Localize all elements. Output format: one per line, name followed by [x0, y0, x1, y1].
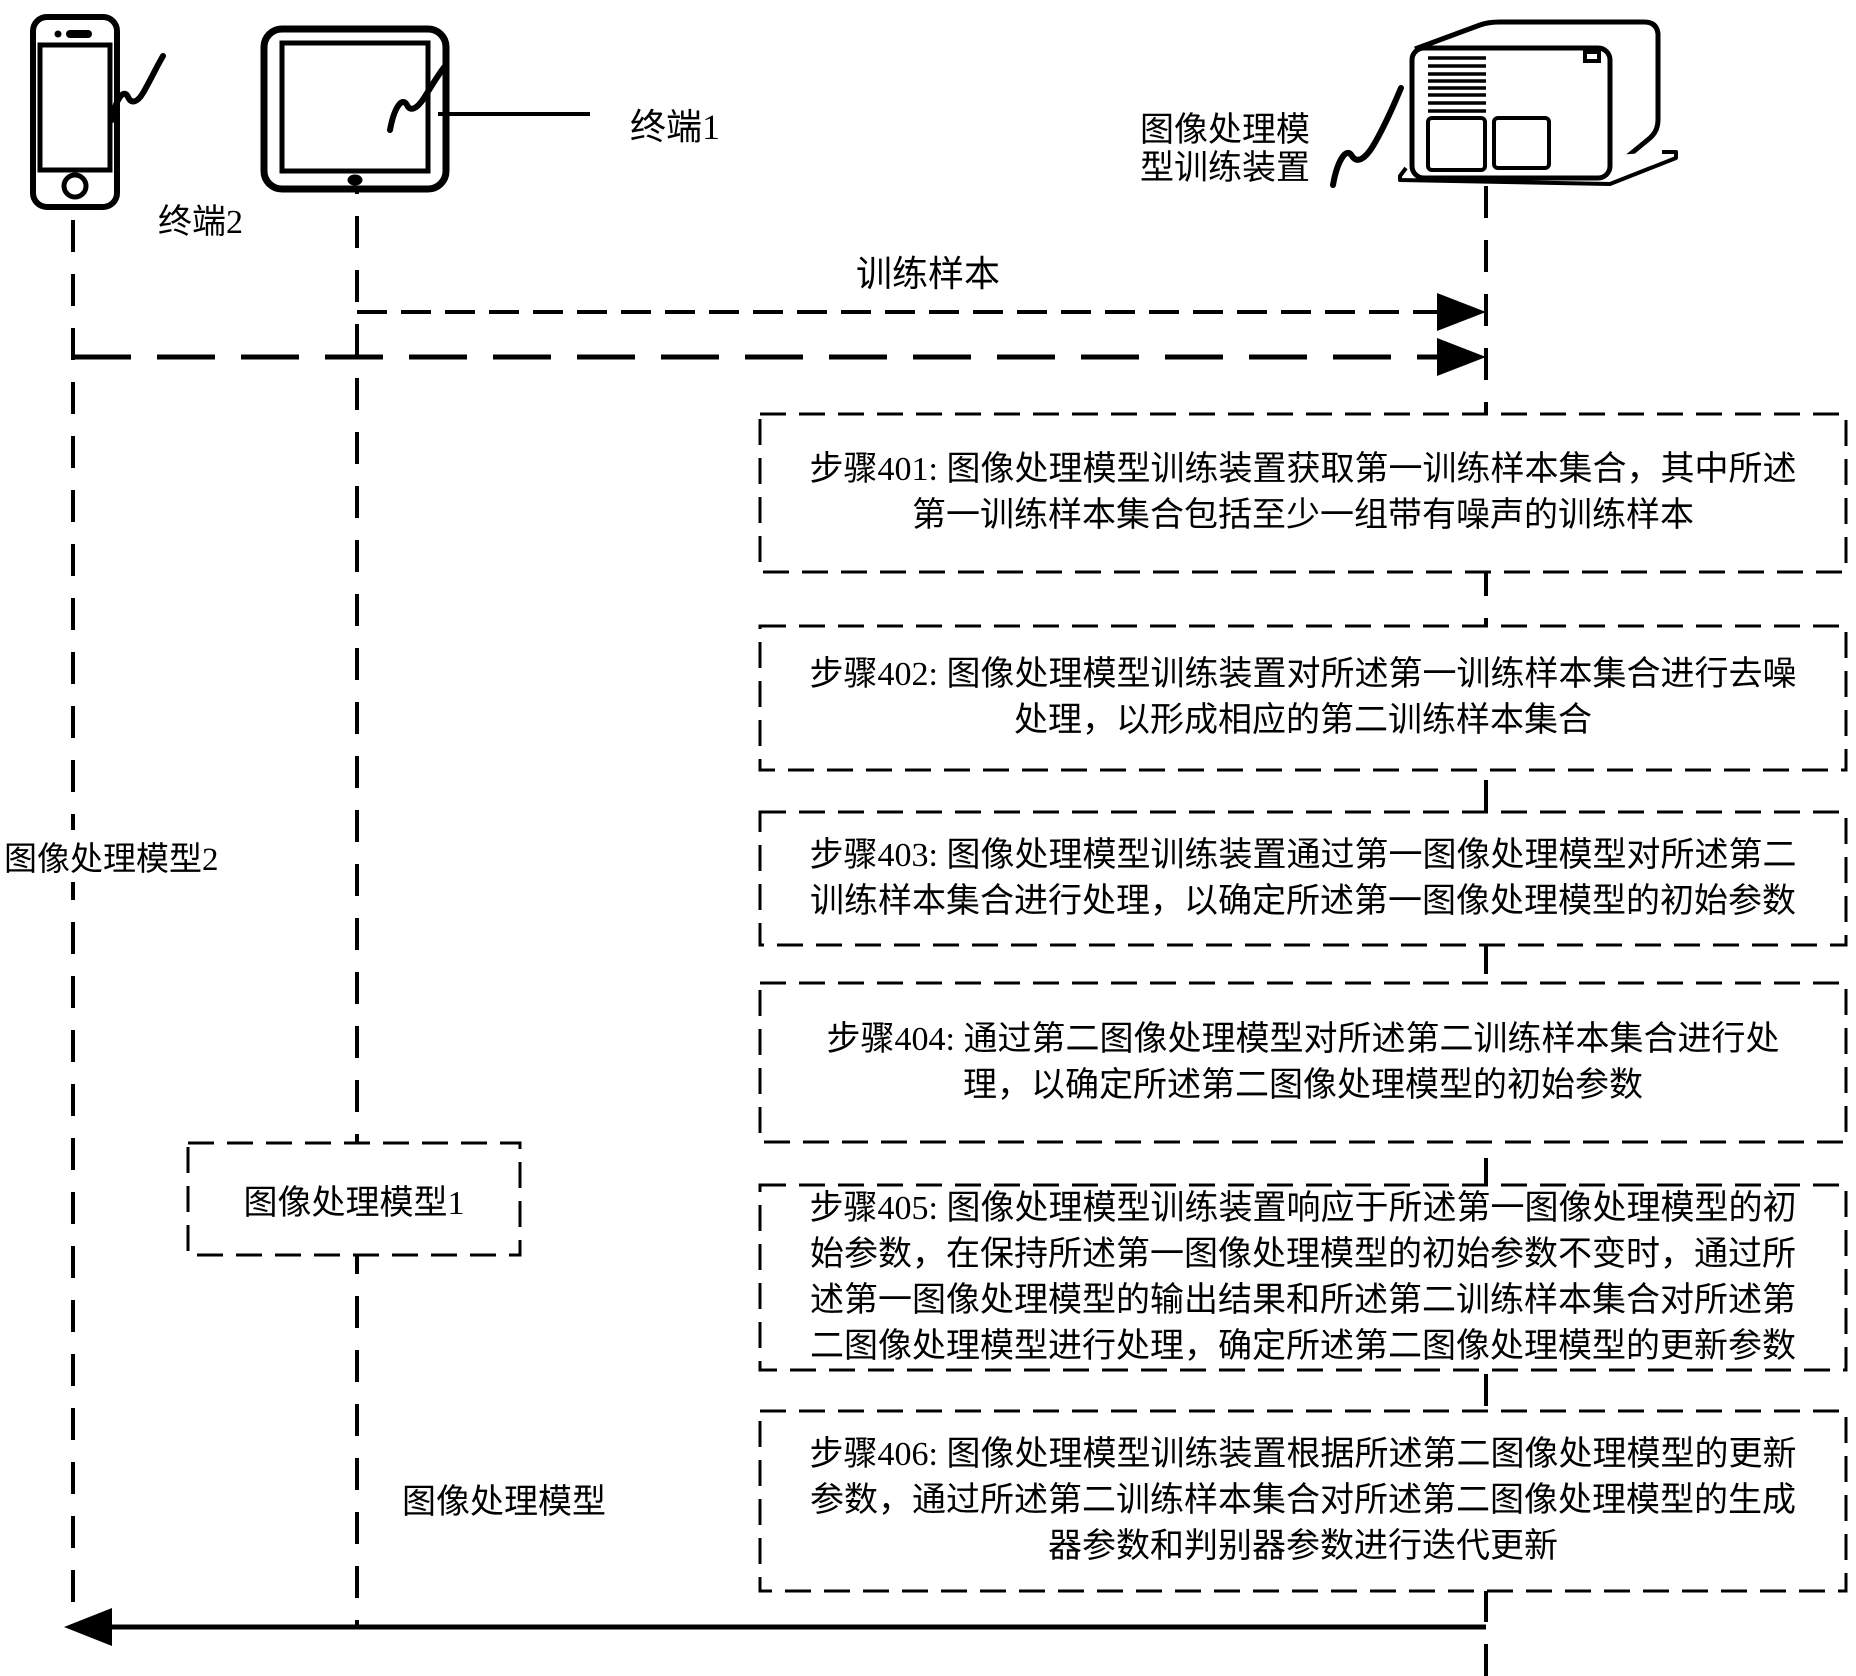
- step-404-text: 步骤404: 通过第二图像处理模型对所述第二训练样本集合进行处理，以确定所述第二…: [826, 1020, 1780, 1104]
- model-1-label: 图像处理模型1: [243, 1184, 465, 1222]
- step-box-403: [758, 810, 1848, 947]
- step-405-text: 步骤405: 图像处理模型训练装置响应于所述第一图像处理模型的初始参数，在保持所…: [809, 1189, 1797, 1365]
- message-arrow-terminal-1: [357, 293, 1486, 331]
- trainer-device-label: 图像处理模 型训练装置: [1140, 112, 1310, 188]
- smartphone-icon: [30, 14, 120, 210]
- terminal-1-label: 终端1: [630, 107, 721, 147]
- callout-squiggle-terminal-1: [387, 62, 590, 133]
- step-box-402: [758, 624, 1848, 772]
- callout-squiggle-terminal-2: [109, 53, 166, 123]
- tablet-icon: [260, 25, 450, 193]
- trainer-device-label-line1: 图像处理模: [1140, 112, 1310, 149]
- terminal-2-label: 终端2: [158, 204, 243, 241]
- step-406-text: 步骤406: 图像处理模型训练装置根据所述第二图像处理模型的更新参数，通过所述第…: [809, 1436, 1797, 1565]
- training-sample-label: 训练样本: [856, 254, 1001, 294]
- callout-squiggle-trainer: [1330, 85, 1404, 188]
- step-box-405: [758, 1183, 1848, 1372]
- server-icon: [1398, 19, 1678, 186]
- return-arrow: [64, 1608, 1486, 1646]
- step-box-406: [758, 1409, 1848, 1593]
- step-box-401: [758, 412, 1848, 574]
- step-403-text: 步骤403: 图像处理模型训练装置通过第一图像处理模型对所述第二训练样本集合进行…: [809, 836, 1797, 920]
- message-arrow-terminal-2: [73, 338, 1486, 376]
- model-2-label: 图像处理模型2: [4, 830, 219, 882]
- trainer-device-label-line2: 型训练装置: [1140, 150, 1310, 187]
- step-401-text: 步骤401: 图像处理模型训练装置获取第一训练样本集合，其中所述第一训练样本集合…: [809, 451, 1797, 534]
- step-box-404: [758, 981, 1848, 1144]
- step-402-text: 步骤402: 图像处理模型训练装置对所述第一训练样本集合进行去噪处理，以形成相应…: [809, 656, 1797, 739]
- model-1-box: [186, 1141, 522, 1257]
- model-output-label: 图像处理模型: [402, 1484, 606, 1521]
